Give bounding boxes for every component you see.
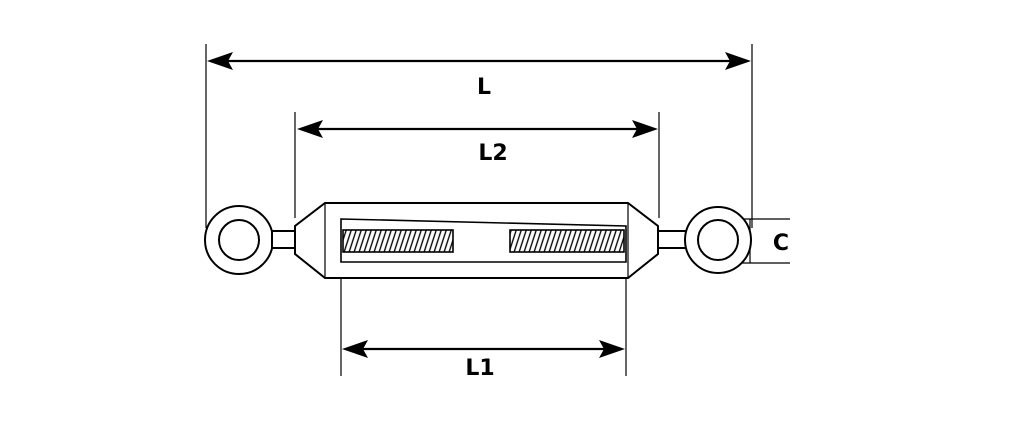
left-eye-hole: [218, 219, 260, 261]
dimension-L: L: [207, 52, 751, 100]
dimension-L1: L1: [342, 340, 625, 381]
extension-lines: [205, 44, 790, 376]
dimension-label-L: L: [477, 75, 491, 100]
dimension-label-L2: L2: [478, 141, 507, 166]
arrowhead-left-icon: [207, 52, 233, 70]
right-eye-shank: [656, 230, 688, 249]
dimension-L2: L2: [297, 120, 658, 166]
right-eye-hole: [697, 219, 739, 261]
dimension-label-L1: L1: [465, 356, 494, 381]
arrowhead-right-icon: [632, 120, 658, 138]
arrowhead-left-icon: [342, 340, 368, 358]
arrowhead-left-icon: [297, 120, 323, 138]
arrowhead-right-icon: [725, 52, 751, 70]
arrowhead-right-icon: [599, 340, 625, 358]
left-threaded-rod: [342, 229, 454, 253]
left-eye-shank: [271, 230, 298, 249]
turnbuckle-part: [204, 202, 752, 279]
dimension-label-C: C: [773, 231, 789, 256]
right-threaded-rod: [509, 229, 625, 253]
